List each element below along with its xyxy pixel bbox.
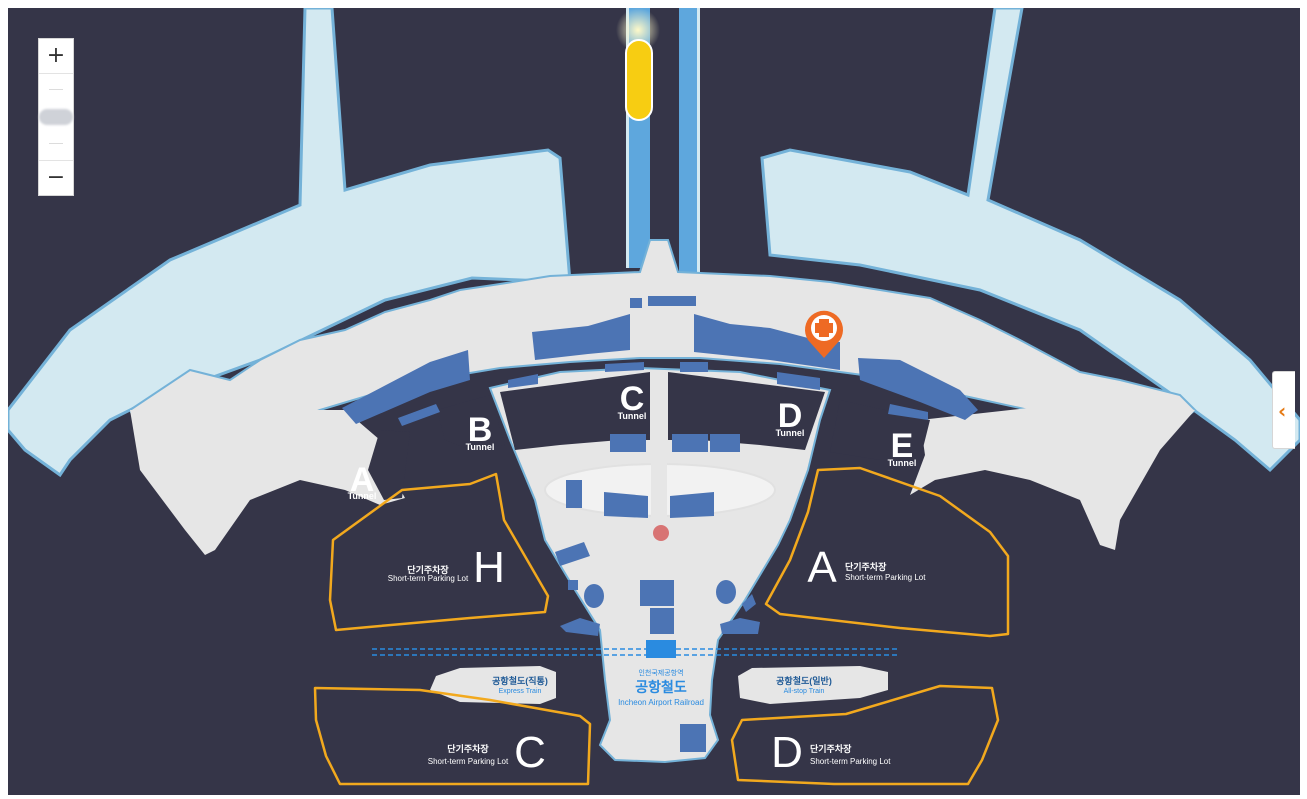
plaza-landmark-dot: [653, 525, 669, 541]
allstop-en-label: All-stop Train: [784, 688, 825, 695]
concourse-left-leg: [130, 410, 405, 555]
rail-track-left-edge: [626, 8, 629, 268]
zoom-out-button[interactable]: −: [39, 160, 73, 195]
parking-c-letter: C: [514, 728, 546, 777]
express-train-platform[interactable]: [430, 666, 556, 704]
airside-right-wing: [760, 8, 1300, 473]
rail-track-right-edge: [697, 8, 700, 298]
chevron-left-icon: ‹: [1278, 399, 1287, 423]
allstop-train-platform[interactable]: [738, 666, 888, 704]
tunnel-a-letter: A: [350, 461, 375, 499]
parking-d-en: Short-term Parking Lot: [810, 757, 891, 766]
station-en-label: Incheon Airport Railroad: [618, 698, 704, 707]
parking-a-ko: 단기주차장: [845, 561, 887, 572]
parking-a-outline[interactable]: [764, 466, 1010, 638]
tunnel-e-sub: Tunnel: [888, 458, 917, 468]
station-small-label: 인천국제공항역: [638, 668, 683, 677]
express-ko-label: 공항철도(직통): [492, 675, 548, 686]
tunnel-c-sub: Tunnel: [618, 411, 647, 421]
airport-map[interactable]: A Tunnel B Tunnel C Tunnel D Tunnel E Tu…: [8, 8, 1300, 795]
train-vehicle[interactable]: [625, 39, 653, 121]
tunnel-void-d: [668, 372, 825, 450]
train-glow: [616, 8, 660, 52]
tunnel-void-e: [830, 400, 930, 460]
transportation-center: [488, 366, 832, 764]
parking-c-outline[interactable]: [313, 686, 592, 786]
panel-toggle-button[interactable]: ‹: [1272, 371, 1295, 449]
tunnel-void-a: [368, 430, 410, 500]
parking-a-en: Short-term Parking Lot: [845, 573, 926, 582]
shop-blocks: [342, 296, 978, 752]
tunnel-b-sub: Tunnel: [466, 442, 495, 452]
tunnel-d-letter: D: [778, 397, 803, 435]
tunnel-c-letter: C: [620, 380, 645, 418]
parking-h-outline[interactable]: [328, 472, 550, 632]
parking-a-letter: A: [807, 543, 837, 592]
allstop-ko-label: 공항철도(일반): [776, 675, 832, 686]
tunnel-a-sub: Tunnel: [348, 491, 377, 501]
tunnel-void-b: [437, 395, 505, 450]
tunnel-void-c: [500, 372, 650, 450]
tunnel-e-letter: E: [891, 427, 914, 465]
parking-d-letter: D: [771, 728, 803, 777]
express-en-label: Express Train: [499, 688, 542, 695]
zoom-tick: [49, 89, 63, 90]
zoom-slider-handle[interactable]: [39, 109, 73, 125]
parking-c-en: Short-term Parking Lot: [428, 757, 509, 766]
station-ko-label: 공항철도: [635, 679, 687, 695]
parking-h-en: Short-term Parking Lot: [388, 574, 469, 583]
zoom-tick: [49, 143, 63, 144]
parking-c-ko: 단기주차장: [447, 743, 489, 754]
parking-h-ko: 단기주차장: [407, 564, 449, 575]
tunnel-b-letter: B: [468, 411, 493, 449]
parking-d-ko: 단기주차장: [810, 743, 852, 754]
rail-track-right: [679, 8, 699, 298]
tunnel-d-sub: Tunnel: [776, 428, 805, 438]
parking-d-outline[interactable]: [730, 684, 1000, 786]
concourse-right-leg: [910, 400, 1195, 550]
central-corridor: [651, 372, 667, 522]
zoom-in-button[interactable]: +: [39, 39, 73, 74]
medical-marker[interactable]: [805, 310, 844, 358]
parking-h-letter: H: [473, 543, 505, 592]
zoom-control: + −: [38, 38, 74, 196]
